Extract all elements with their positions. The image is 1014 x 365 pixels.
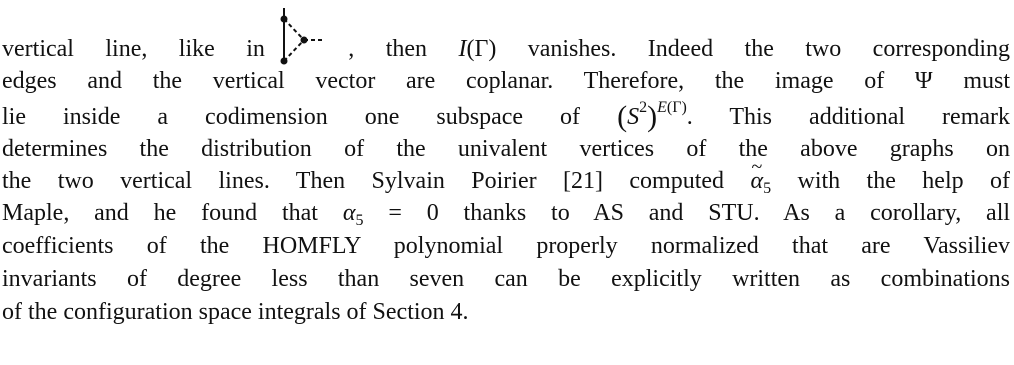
math-expression: (S2)E(Γ). This additional remark [617,99,1011,133]
dashed-edge-lower [283,39,305,62]
text-line-5: the two vertical lines. Then Sylvain Poi… [2,156,1011,197]
text: lie inside a codimension one subspace of [2,104,581,130]
text-line-6: Maple, and he found that α5 = 0 thanks t… [2,200,1011,229]
internal-vertex [300,36,308,44]
text: the two vertical lines. Then Sylvain Poi… [2,168,725,194]
diagram-placeholder [296,46,348,56]
math-alpha-5: α [342,200,356,226]
text: edges and the vertical vector are coplan… [2,68,1010,94]
math-alpha-tilde-5: ~α5 [750,156,772,197]
text: = 0 thanks to AS and STU. As a corollary… [388,200,1011,226]
text: of the configuration space integrals of … [2,299,469,325]
text: coefficients of the HOMFLY polynomial pr… [2,233,1010,259]
text: Maple, and he found that [2,200,318,226]
text-line-7: coefficients of the HOMFLY polynomial pr… [2,231,1010,261]
text-line-1: vertical line, like in , then I(Γ) vanis… [2,34,1010,64]
text: determines the distribution of the univa… [2,136,1010,162]
text-line-2: edges and the vertical vector are coplan… [2,66,1010,96]
text-line-3: lie inside a codimension one subspace of… [2,99,1011,133]
trivalent-graph-diagram [280,8,322,65]
math-I: I [458,36,467,62]
text-line-8: invariants of degree less than seven can… [2,264,1010,294]
text: with the help of [797,168,1011,194]
text-line-9: of the configuration space integrals of … [2,297,1010,327]
text: invariants of degree less than seven can… [2,266,1010,292]
text: (Γ) vanishes. Indeed the two correspondi… [466,36,1010,62]
text: , then [348,36,428,62]
text-line-4: determines the distribution of the univa… [2,134,1010,164]
dashed-edge-upper [283,18,305,41]
text: vertical line, like in [2,36,265,62]
